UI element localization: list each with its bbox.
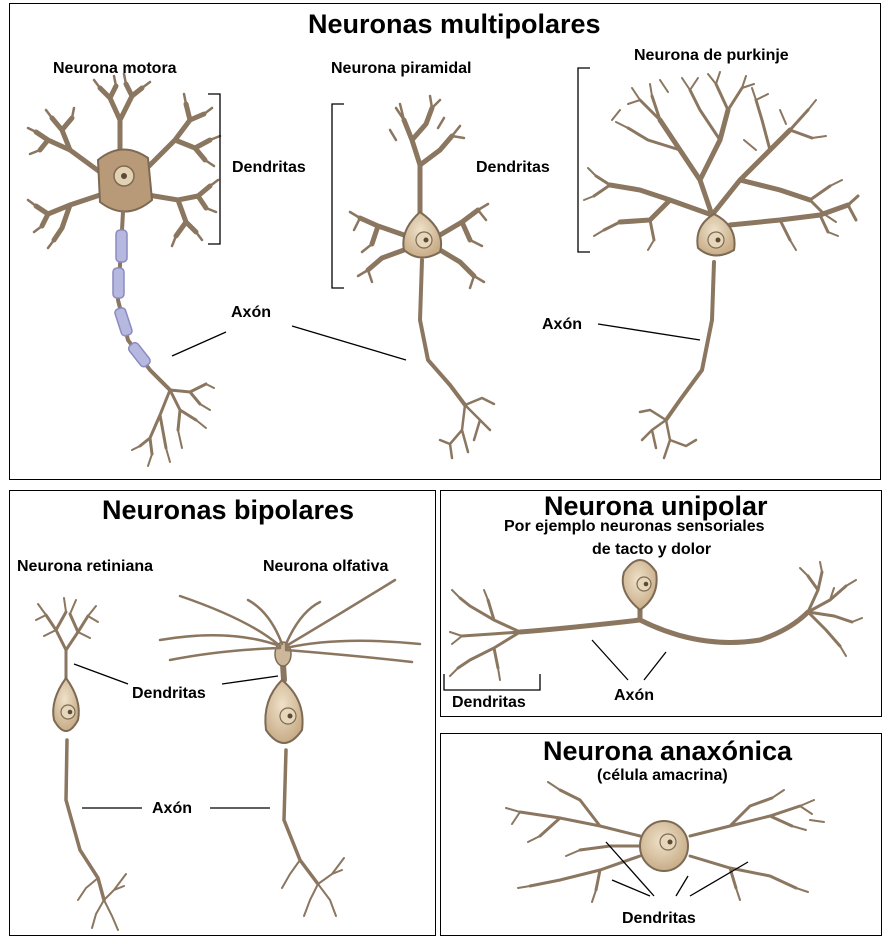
unipolar-subtitle-2: de tacto y dolor bbox=[592, 541, 712, 558]
olfactory-neuron-label: Neurona olfativa bbox=[263, 558, 389, 575]
pyramidal-neuron bbox=[348, 94, 496, 460]
pyramidal-neuron-label: Neurona piramidal bbox=[331, 60, 472, 77]
panel-bipolar bbox=[9, 490, 436, 936]
olfactory-neuron bbox=[158, 578, 422, 917]
motor-dendrites-label: Dendritas bbox=[232, 159, 306, 176]
unipolar-subtitle-1: Por ejemplo neuronas sensoriales bbox=[504, 518, 765, 535]
purkinje-neuron-label: Neurona de purkinje bbox=[634, 47, 789, 64]
anaxonic-neuron bbox=[505, 781, 825, 903]
panel-unipolar bbox=[440, 490, 882, 717]
retinal-neuron-label: Neurona retiniana bbox=[17, 558, 154, 575]
unipolar-title: Neurona unipolar bbox=[544, 491, 768, 521]
anaxonic-subtitle: (célula amacrina) bbox=[597, 767, 728, 784]
multipolar-axon-label-1: Axón bbox=[231, 304, 271, 321]
unipolar-axon-label: Axón bbox=[614, 687, 654, 704]
leader-lines bbox=[73, 67, 749, 897]
retinal-neuron bbox=[35, 597, 127, 931]
anaxonic-title: Neurona anaxónica bbox=[543, 736, 793, 766]
multipolar-axon-label-2: Axón bbox=[542, 316, 582, 333]
anaxonic-dendrites-label: Dendritas bbox=[622, 910, 696, 927]
purkinje-dendrites-label: Dendritas bbox=[476, 159, 550, 176]
bipolar-title: Neuronas bipolares bbox=[102, 495, 355, 525]
multipolar-title: Neuronas multipolares bbox=[308, 9, 601, 39]
unipolar-neuron bbox=[449, 559, 863, 681]
purkinje-neuron bbox=[583, 71, 860, 460]
motor-neuron-label: Neurona motora bbox=[53, 60, 177, 77]
motor-neuron bbox=[26, 72, 222, 467]
bipolar-dendrites-label: Dendritas bbox=[132, 685, 206, 702]
bipolar-axon-label: Axón bbox=[152, 800, 192, 817]
unipolar-dendrites-label: Dendritas bbox=[452, 694, 526, 711]
panel-multipolar bbox=[9, 3, 881, 480]
